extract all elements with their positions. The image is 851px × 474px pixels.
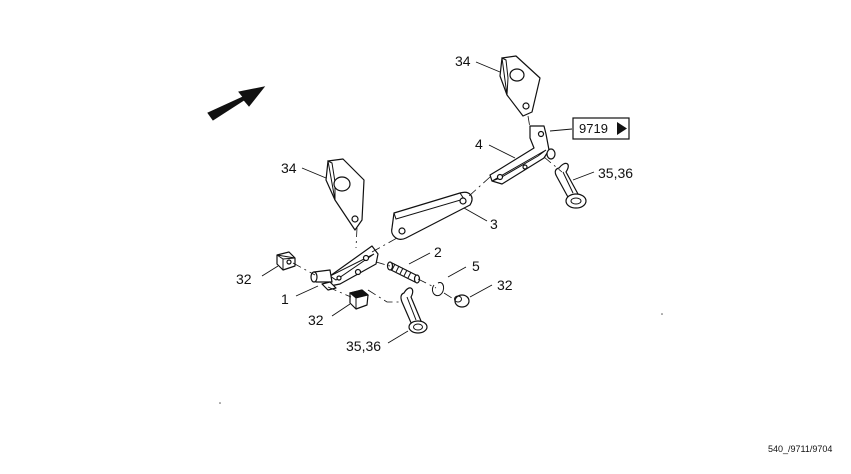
callout-2: 2 [434, 244, 442, 260]
triangle-play-icon [617, 122, 627, 135]
part-5 [431, 282, 445, 297]
part-32-right [454, 294, 470, 308]
leader-lines [261, 61, 595, 344]
part-2 [386, 261, 421, 284]
callout-34-left: 34 [281, 160, 297, 176]
part-35-36-right [554, 162, 587, 209]
reference-label: 9719 [579, 121, 608, 136]
direction-arrow-icon [207, 86, 266, 121]
callout-34-top: 34 [455, 53, 471, 69]
callout-32-bottom: 32 [308, 312, 324, 328]
part-34-left [325, 158, 365, 231]
figure-code: 540_/9711/9704 [768, 444, 832, 454]
assembly-lines [292, 115, 563, 303]
part-34-top [499, 55, 541, 117]
part-4 [489, 125, 556, 185]
callout-35-36-bottom: 35,36 [346, 338, 381, 354]
callout-3: 3 [490, 216, 498, 232]
callout-4: 4 [475, 136, 483, 152]
part-32-bottom [348, 289, 370, 310]
callout-5: 5 [472, 258, 480, 274]
callout-32-top: 32 [236, 271, 252, 287]
reference-box: 9719 [572, 117, 630, 140]
scan-dot [219, 402, 221, 404]
callout-32-right: 32 [497, 277, 513, 293]
callout-35-36-right: 35,36 [598, 165, 633, 181]
callout-1: 1 [281, 291, 289, 307]
part-35-36-bottom [400, 287, 428, 334]
part-32-top [276, 251, 296, 271]
part-3 [391, 191, 473, 240]
part-1 [310, 245, 379, 291]
scan-dot [661, 313, 663, 315]
